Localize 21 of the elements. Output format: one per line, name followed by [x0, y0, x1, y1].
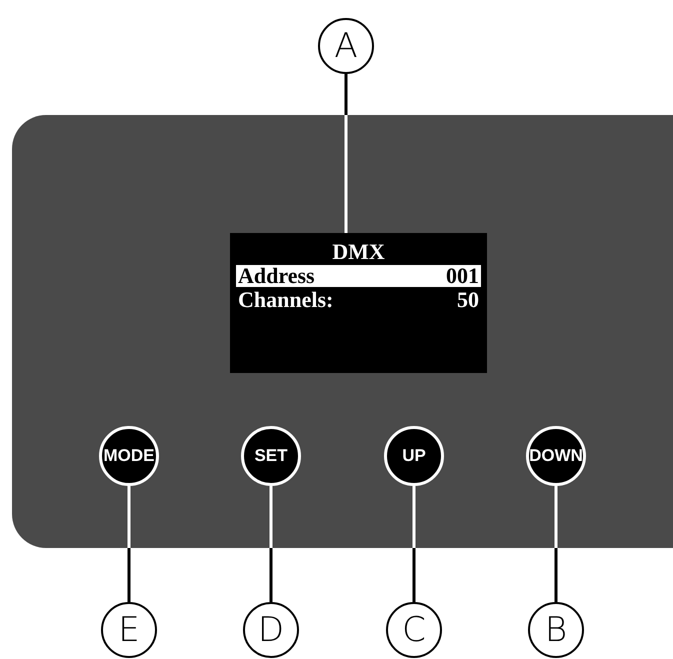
leader-line — [270, 486, 272, 602]
leader-line — [554, 486, 558, 602]
callout-letter: D — [243, 602, 299, 658]
display-screen — [230, 233, 487, 373]
display-title: DMX — [331, 241, 386, 263]
menu-item: Address — [238, 265, 315, 287]
mode-button: MODE — [99, 426, 159, 486]
menu-item: Channels: — [238, 289, 334, 311]
leader-line — [128, 486, 130, 602]
leader-line — [412, 486, 416, 602]
callout-letter: A — [318, 18, 374, 74]
down-button: DOWN — [526, 426, 586, 486]
leader-line — [344, 74, 348, 233]
callout-letter: C — [386, 602, 442, 658]
menu-value: 50 — [457, 289, 479, 311]
control-panel — [12, 115, 673, 548]
callout-letter: B — [528, 602, 584, 658]
up-button: UP — [384, 426, 444, 486]
menu-value: 001 — [446, 265, 479, 287]
callout-letter: E — [101, 602, 157, 658]
set-button: SET — [241, 426, 301, 486]
